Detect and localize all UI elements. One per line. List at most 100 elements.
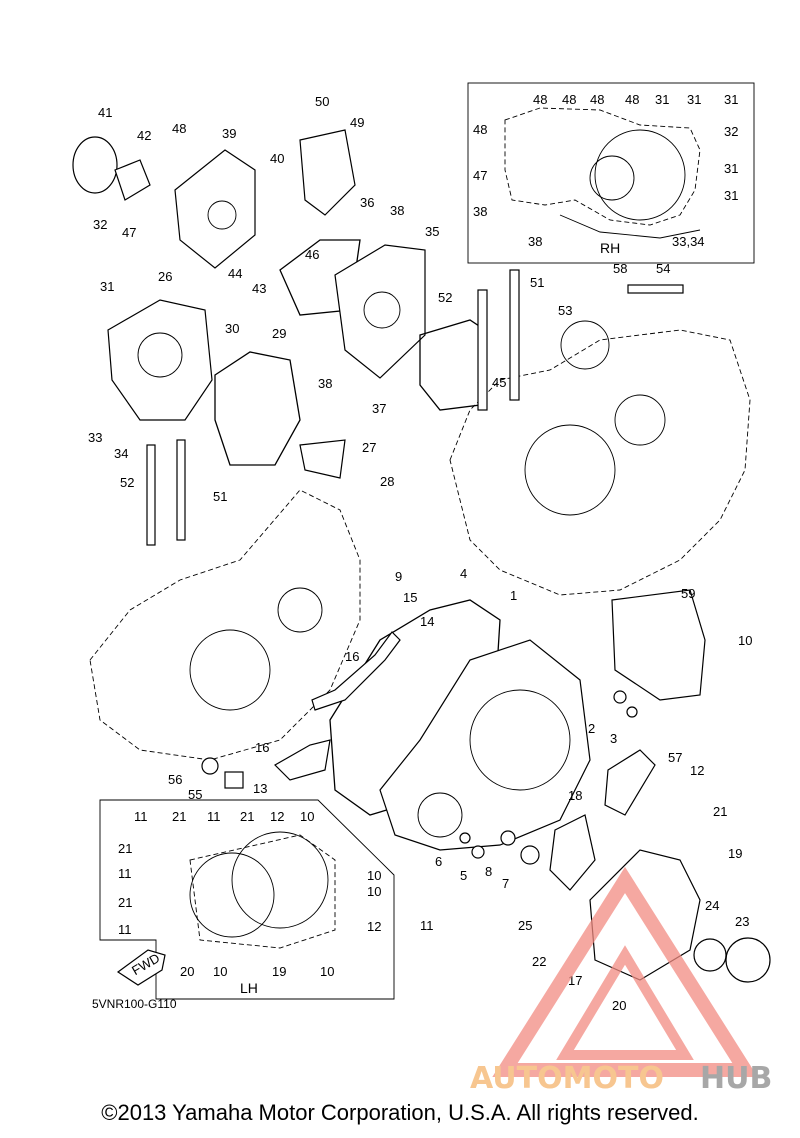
callout-12: 12	[690, 763, 704, 778]
callout-56: 56	[168, 772, 182, 787]
callout-39: 39	[222, 126, 236, 141]
watermark-text-part1: AUTOMOTO	[470, 1061, 664, 1096]
lh-callout-21d: 21	[118, 895, 132, 910]
callout-42: 42	[137, 128, 151, 143]
callout-20: 20	[612, 998, 626, 1013]
washer-3	[626, 706, 638, 718]
crankcase-right-main-bore	[524, 424, 616, 516]
lh-callout-11b: 11	[207, 809, 221, 824]
rh-cover-circle	[594, 129, 686, 221]
callout-13: 13	[253, 781, 267, 796]
callout-34: 34	[114, 446, 128, 461]
callout-21: 21	[713, 804, 727, 819]
callout-31: 31	[100, 279, 114, 294]
callout-44: 44	[228, 266, 242, 281]
lh-callout-11c: 11	[118, 866, 132, 881]
plug-24	[693, 938, 727, 972]
callout-51a: 51	[530, 275, 544, 290]
callout-50: 50	[315, 94, 329, 109]
stud-51-right	[509, 269, 520, 401]
callout-38a: 38	[390, 203, 404, 218]
plate-57	[604, 749, 656, 816]
callout-4: 4	[460, 566, 467, 581]
crankcase-left-outline	[89, 489, 361, 761]
callout-9: 9	[395, 569, 402, 584]
callout-18: 18	[568, 788, 582, 803]
callout-48: 48	[172, 121, 186, 136]
callout-19: 19	[728, 846, 742, 861]
callout-49: 49	[350, 115, 364, 130]
callout-6: 6	[435, 854, 442, 869]
stud-51-left	[176, 439, 186, 541]
callout-37: 37	[372, 401, 386, 416]
cover-26-hole	[137, 332, 183, 378]
gasket-29	[214, 351, 301, 466]
rh-callout-48e: 48	[473, 122, 487, 137]
crankcase-right	[449, 269, 751, 596]
lh-callout-12a: 12	[270, 809, 284, 824]
o-ring-8	[500, 830, 516, 846]
callout-55: 55	[188, 787, 202, 802]
rh-callout-31d: 31	[724, 161, 738, 176]
part-6	[459, 832, 471, 844]
callout-54: 54	[656, 261, 670, 276]
rh-callout-38b: 38	[528, 234, 542, 249]
lh-callout-21c: 21	[118, 841, 132, 856]
rh-callout-38a: 38	[473, 204, 487, 219]
lh-callout-10d: 10	[213, 964, 227, 979]
lh-cover-outline	[189, 834, 336, 949]
callout-3: 3	[610, 731, 617, 746]
callout-labels: 1 2 3 4 5 6 7 8 9 10 11 12 13 14 15 16 1…	[88, 92, 752, 1013]
lh-callout-10b: 10	[367, 868, 381, 883]
callout-57: 57	[668, 750, 682, 765]
cover-49	[299, 129, 356, 216]
callout-16b: 16	[255, 740, 269, 755]
o-ring-53	[560, 320, 610, 370]
crankcase-right-outline	[449, 329, 751, 596]
rh-callout-31c: 31	[724, 92, 738, 107]
callout-29: 29	[272, 326, 286, 341]
crankcase-left-main-bore	[189, 629, 271, 711]
rh-callout-33-34: 33,34	[672, 234, 705, 249]
rh-callout-48b: 48	[562, 92, 576, 107]
cover-59	[611, 589, 706, 701]
callout-30: 30	[225, 321, 239, 336]
rh-inset-frame	[467, 82, 755, 264]
callout-46: 46	[305, 247, 319, 262]
crankcase-cover-1	[379, 639, 591, 851]
callout-41: 41	[98, 105, 112, 120]
plug-55	[224, 771, 244, 789]
part-5	[471, 845, 485, 859]
lh-callout-21a: 21	[172, 809, 186, 824]
callout-27: 27	[362, 440, 376, 455]
callout-51b: 51	[213, 489, 227, 504]
lh-callout-10a: 10	[300, 809, 314, 824]
lh-callout-10e: 10	[320, 964, 334, 979]
lh-inset: LH	[99, 799, 395, 1000]
rh-callout-32: 32	[724, 124, 738, 139]
callout-40: 40	[270, 151, 284, 166]
watermark-text-part2: HUB	[700, 1061, 772, 1096]
rh-callout-48d: 48	[625, 92, 639, 107]
stud-52-left	[146, 444, 156, 546]
callout-35: 35	[425, 224, 439, 239]
cover-1-bulge	[469, 689, 571, 791]
callout-11: 11	[420, 918, 434, 933]
cap-23	[725, 937, 771, 983]
callout-59: 59	[681, 586, 695, 601]
lh-callout-12b: 12	[367, 919, 381, 934]
callout-2: 2	[588, 721, 595, 736]
cover-39-hole	[207, 200, 237, 230]
callout-47: 47	[122, 225, 136, 240]
callout-10: 10	[738, 633, 752, 648]
gasket-45	[419, 319, 486, 411]
callout-33: 33	[88, 430, 102, 445]
rh-inset: RH	[467, 82, 755, 264]
cover-35	[334, 244, 426, 379]
rh-callout-47: 47	[473, 168, 487, 183]
rh-callout-31a: 31	[655, 92, 669, 107]
lh-callout-11a: 11	[134, 809, 148, 824]
rh-callout-31e: 31	[724, 188, 738, 203]
cover-39	[174, 149, 256, 269]
callout-23: 23	[735, 914, 749, 929]
